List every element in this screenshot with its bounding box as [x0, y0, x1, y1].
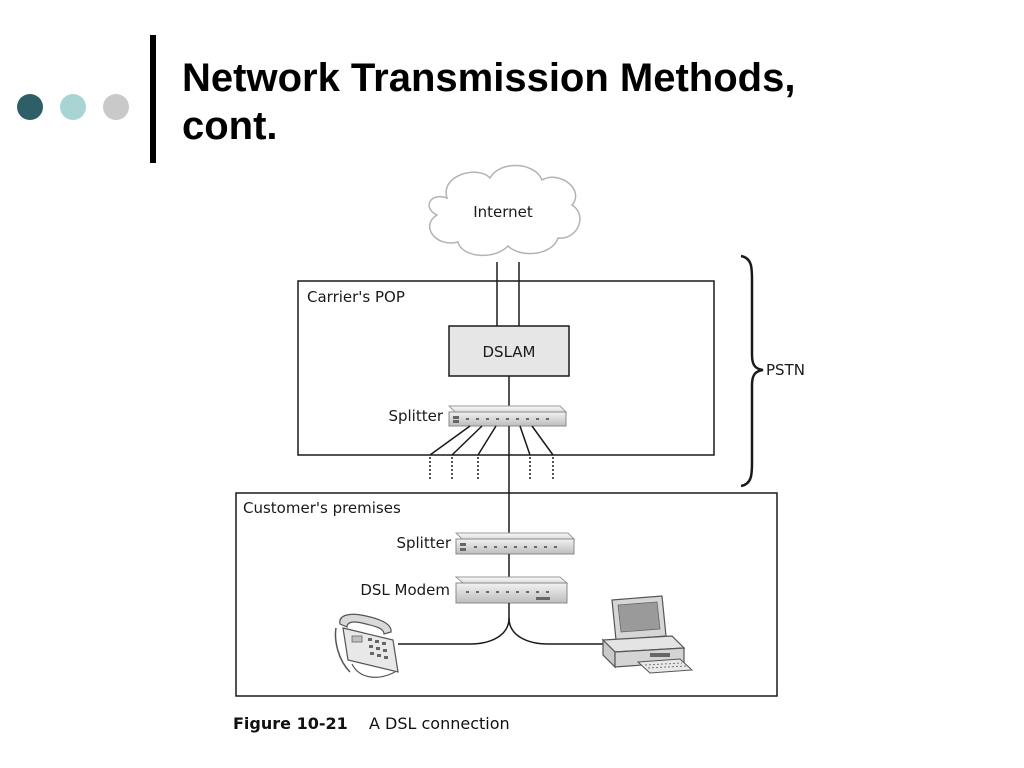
- figure-caption: A DSL connection: [369, 714, 510, 733]
- dot-light: [60, 94, 86, 120]
- slide-title-line-2: cont.: [182, 104, 278, 148]
- pstn-label: PSTN: [766, 361, 805, 379]
- carrier-pop-label: Carrier's POP: [307, 288, 405, 306]
- dot-dark: [17, 94, 43, 120]
- slide-title-line-1: Network Transmission Methods,: [182, 56, 796, 100]
- telephone-icon: [334, 613, 399, 678]
- dashed-drop-lines: [429, 457, 554, 480]
- slide-title: Network Transmission Methods, cont.: [182, 54, 982, 150]
- dslam-label: DSLAM: [483, 343, 536, 361]
- fanout-lines: [429, 425, 554, 456]
- modem-phone-link: [398, 603, 510, 645]
- splitter-bottom-device: [454, 532, 576, 555]
- customer-premises-label: Customer's premises: [243, 499, 401, 517]
- figure-number: Figure 10-21: [233, 714, 348, 733]
- splitter-top-label: Splitter: [388, 407, 443, 425]
- dsl-modem-label: DSL Modem: [360, 581, 450, 599]
- carrier-pop-box: [297, 280, 715, 456]
- dsl-modem-device: [454, 576, 569, 604]
- title-divider-bar: [150, 35, 156, 163]
- dot-gray: [103, 94, 129, 120]
- splitter-bottom-label: Splitter: [396, 534, 451, 552]
- internet-label: Internet: [473, 203, 533, 221]
- splitter-top-device: [447, 405, 568, 427]
- internet-cloud: Internet: [428, 164, 581, 257]
- modem-computer-link: [508, 617, 608, 645]
- customer-premises-box: [235, 492, 778, 697]
- computer-icon: [601, 595, 694, 674]
- pstn-brace: [740, 254, 764, 488]
